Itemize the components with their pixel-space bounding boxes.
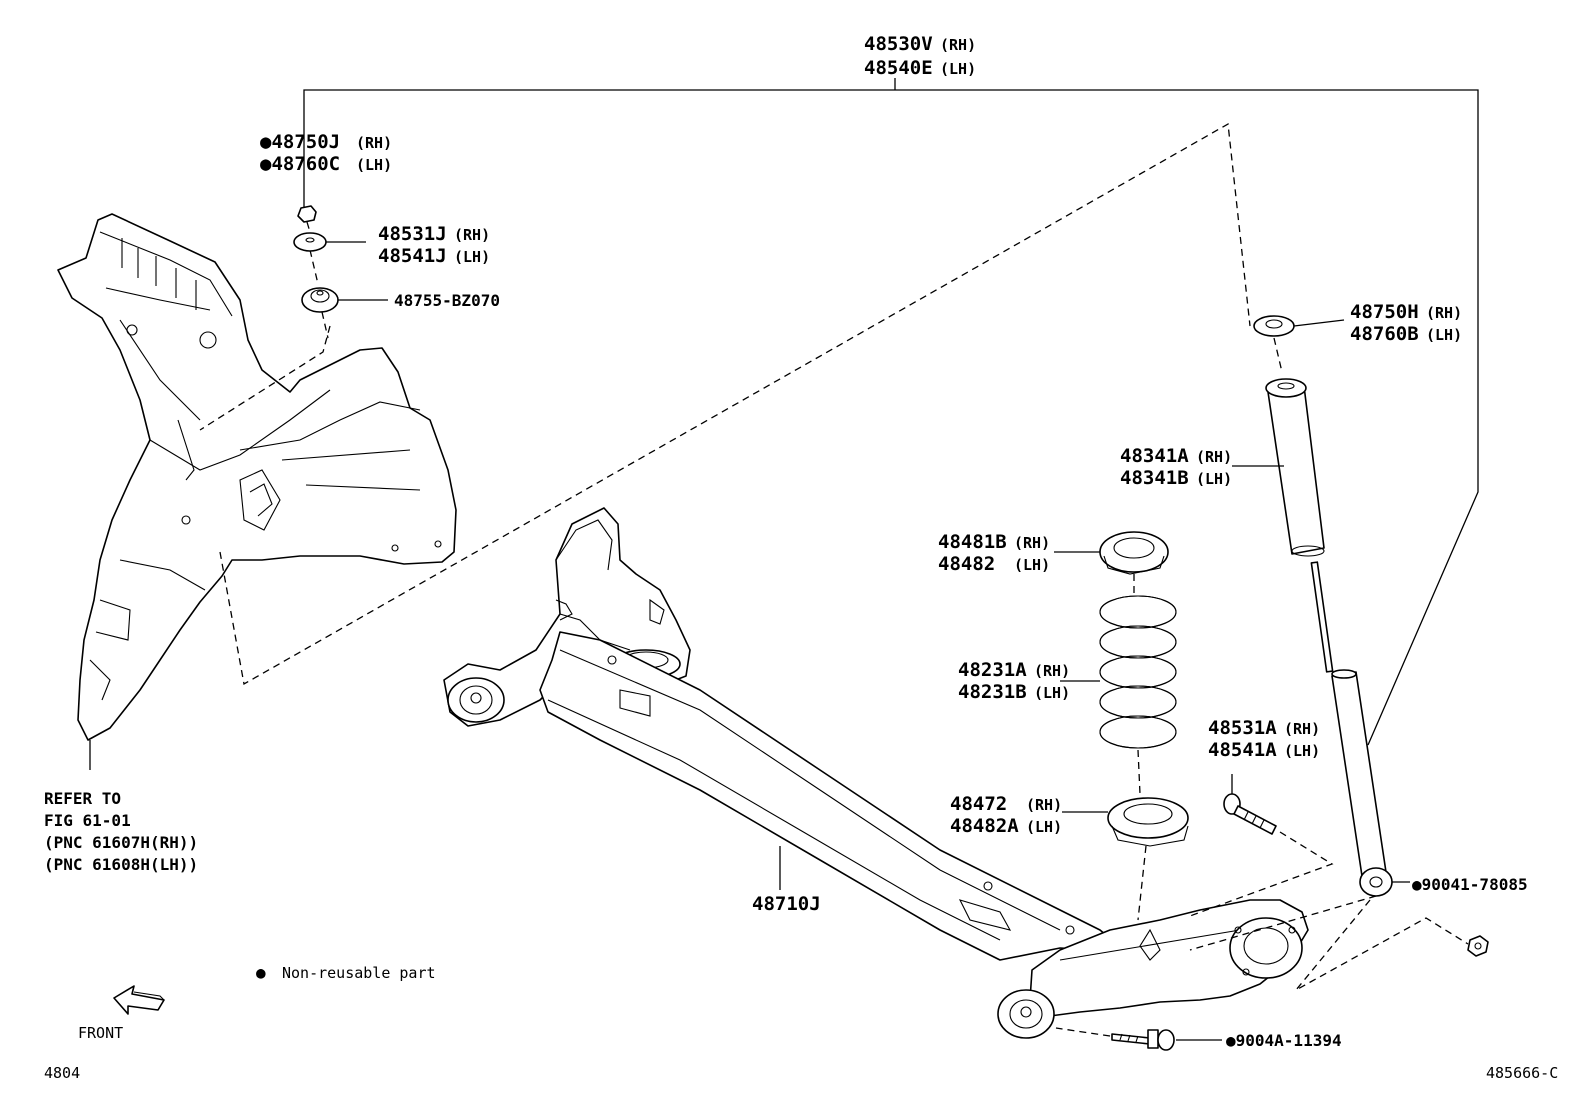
callout-coil-spring-rh-number: 48231A <box>958 659 1027 681</box>
callout-shock-assembly-lh-side: (LH) <box>940 60 976 78</box>
callout-nut-top: ●48750J (RH) ●48760C (LH) <box>260 131 392 175</box>
callout-bolt-lower: ●9004A-11394 <box>1226 1031 1342 1050</box>
page-code: 4804 <box>44 1064 80 1082</box>
figure-code: 485666-C <box>1486 1064 1558 1082</box>
legend: ● Non-reusable part <box>256 963 436 982</box>
callout-support-right-lh-number: 48760B <box>1350 323 1419 345</box>
refer-note-line-2: FIG 61-01 <box>44 811 131 830</box>
callout-axle-beam-number: 48710J <box>752 893 821 915</box>
top-mount-stack <box>293 205 388 339</box>
callout-bellows-rh-number: 48341A <box>1120 445 1189 467</box>
projection-lines <box>199 122 1251 686</box>
callout-coil-spring-lh-side: (LH) <box>1034 684 1070 702</box>
callout-washer-top-lh-number: 48541J <box>378 245 447 267</box>
callout-upper-insulator-rh-number: 48481B <box>938 531 1007 553</box>
callout-bolt-washer-rh-number: 48531A <box>1208 717 1277 739</box>
callout-shock-assembly: 48530V (RH) 48540E (LH) <box>864 33 976 79</box>
callout-bolt-washer: 48531A (RH) 48541A (LH) <box>1208 717 1320 761</box>
callout-washer-top-lh-side: (LH) <box>454 248 490 266</box>
front-arrow-icon <box>113 985 165 1015</box>
body-floor-panel <box>57 213 457 770</box>
bolt-lower <box>1055 1027 1222 1051</box>
callout-shock-assembly-rh-number: 48530V <box>864 33 933 55</box>
refer-note-line-1: REFER TO <box>44 789 121 808</box>
bushing-right <box>997 989 1055 1039</box>
shock-assembly-bracket <box>303 78 1479 746</box>
callout-nut-top-lh-number: ●48760C <box>260 153 340 175</box>
callout-shock-assembly-rh-side: (RH) <box>940 36 976 54</box>
callout-bolt-lower-number: ●9004A-11394 <box>1226 1031 1342 1050</box>
bushing-left <box>447 677 505 723</box>
lower-insulator <box>1062 797 1189 921</box>
callout-lower-insulator: 48472 (RH) 48482A (LH) <box>950 793 1062 837</box>
callout-bellows-lh-number: 48341B <box>1120 467 1189 489</box>
callout-bellows: 48341A (RH) 48341B (LH) <box>1120 445 1232 489</box>
callout-nut-top-lh-side: (LH) <box>356 156 392 174</box>
support-right <box>1253 315 1295 337</box>
callout-nut-top-rh-side: (RH) <box>356 134 392 152</box>
callout-lower-insulator-lh-number: 48482A <box>950 815 1019 837</box>
front-indicator: FRONT <box>78 985 165 1042</box>
callout-shock-assembly-lh-number: 48540E <box>864 57 933 79</box>
callout-cushion-top-number: 48755-BZ070 <box>394 291 500 310</box>
coil-spring <box>1060 595 1177 795</box>
legend-text: Non-reusable part <box>282 964 436 982</box>
callout-washer-top-rh-side: (RH) <box>454 226 490 244</box>
callout-axle-beam: 48710J <box>752 893 821 915</box>
callout-coil-spring: 48231A (RH) 48231B (LH) <box>958 659 1070 703</box>
callout-nut-lower: ●90041-78085 <box>1412 875 1528 894</box>
cushion-top <box>301 287 339 313</box>
callout-lower-insulator-lh-side: (LH) <box>1026 818 1062 836</box>
callout-bellows-rh-side: (RH) <box>1196 448 1232 466</box>
upper-insulator <box>1054 531 1169 596</box>
callout-support-right-rh-side: (RH) <box>1426 304 1462 322</box>
callout-upper-insulator-rh-side: (RH) <box>1014 534 1050 552</box>
legend-bullet: ● <box>256 963 266 982</box>
nut-top <box>297 205 317 223</box>
callout-support-right-lh-side: (LH) <box>1426 326 1462 344</box>
bolt-washer <box>1189 774 1334 917</box>
callout-support-right: 48750H (RH) 48760B (LH) <box>1350 301 1462 345</box>
axle-beam <box>443 507 1309 1039</box>
callout-lower-insulator-rh-number: 48472 <box>950 793 1007 815</box>
front-label: FRONT <box>78 1024 123 1042</box>
refer-note-line-4: (PNC 61608H(LH)) <box>44 855 198 874</box>
callout-bolt-washer-lh-number: 48541A <box>1208 739 1277 761</box>
callout-upper-insulator: 48481B (RH) 48482 (LH) <box>938 531 1050 575</box>
callout-upper-insulator-lh-number: 48482 <box>938 553 995 575</box>
callout-washer-top: 48531J (RH) 48541J (LH) <box>378 223 490 267</box>
callout-nut-lower-number: ●90041-78085 <box>1412 875 1528 894</box>
shock-absorber <box>1189 315 1469 991</box>
callout-bolt-washer-lh-side: (LH) <box>1284 742 1320 760</box>
callout-nut-top-rh-number: ●48750J <box>260 131 340 153</box>
callout-bolt-washer-rh-side: (RH) <box>1284 720 1320 738</box>
callout-lower-insulator-rh-side: (RH) <box>1026 796 1062 814</box>
callout-coil-spring-lh-number: 48231B <box>958 681 1027 703</box>
callout-bellows-lh-side: (LH) <box>1196 470 1232 488</box>
callout-cushion-top: 48755-BZ070 <box>394 291 500 310</box>
refer-note-line-3: (PNC 61607H(RH)) <box>44 833 198 852</box>
callout-upper-insulator-lh-side: (LH) <box>1014 556 1050 574</box>
refer-note: REFER TO FIG 61-01 (PNC 61607H(RH)) (PNC… <box>44 789 198 874</box>
nut-lower <box>1467 935 1489 957</box>
callout-washer-top-rh-number: 48531J <box>378 223 447 245</box>
callout-coil-spring-rh-side: (RH) <box>1034 662 1070 680</box>
callout-support-right-rh-number: 48750H <box>1350 301 1419 323</box>
